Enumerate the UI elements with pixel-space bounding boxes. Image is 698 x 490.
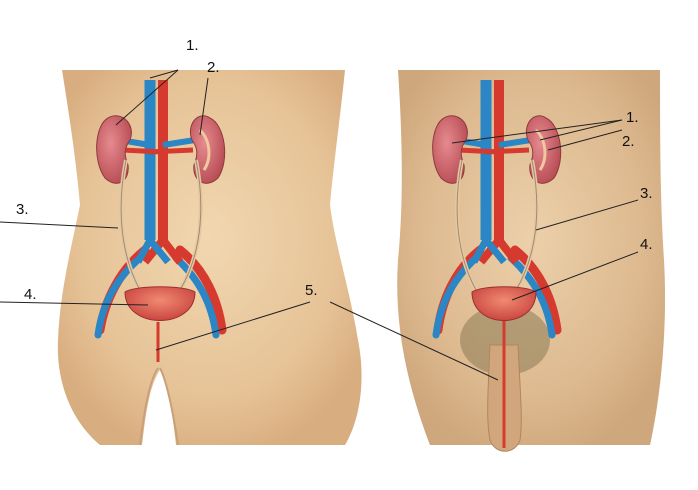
label-female-1: 1. xyxy=(186,38,199,53)
male-figure xyxy=(397,70,665,451)
label-male-2: 2. xyxy=(622,134,635,149)
label-female-2: 2. xyxy=(207,60,220,75)
label-female-3: 3. xyxy=(16,202,29,217)
label-male-4: 4. xyxy=(640,237,653,252)
label-female-4: 4. xyxy=(24,287,37,302)
female-figure xyxy=(58,70,362,445)
label-male-3: 3. xyxy=(640,186,653,201)
label-5: 5. xyxy=(305,283,318,298)
label-male-1: 1. xyxy=(626,110,639,125)
